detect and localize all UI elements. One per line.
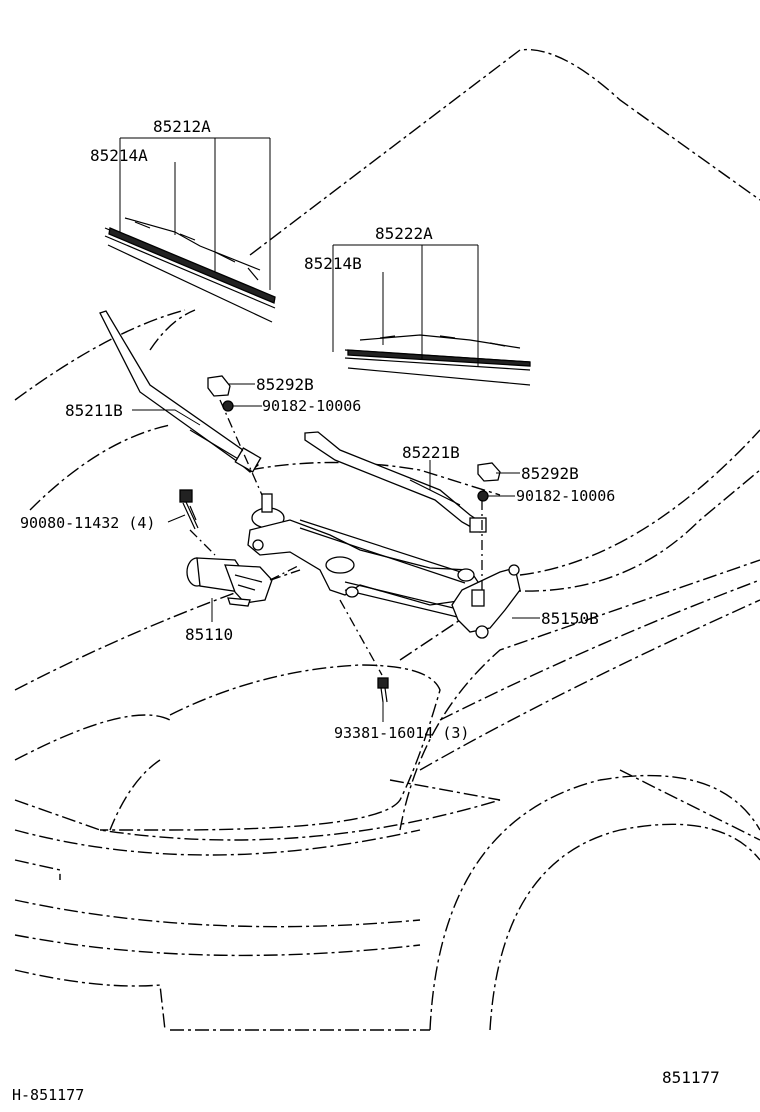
- rear-wiper-blade: [344, 334, 531, 386]
- footer: H-851177 851177: [12, 1068, 720, 1104]
- label-bolt-link: 93381-16014 (3): [334, 724, 469, 742]
- label-cap-rear: 85292B: [521, 464, 579, 483]
- wiper-linkage: [247, 493, 521, 639]
- rear-cap: [477, 462, 501, 482]
- footer-right-code: 851177: [662, 1068, 720, 1087]
- label-cap-front: 85292B: [256, 375, 314, 394]
- label-arm-rear: 85221B: [402, 443, 460, 462]
- label-nut-front: 90182-10006: [262, 397, 361, 415]
- label-link-assy: 85150B: [541, 609, 599, 628]
- label-bolt-motor: 90080-11432 (4): [20, 514, 155, 532]
- vehicle-body-outline: [14, 48, 760, 1031]
- label-motor: 85110: [185, 625, 233, 644]
- front-wiper-arm: [99, 310, 262, 473]
- label-refill-front: 85214A: [90, 146, 148, 165]
- footer-left-code: H-851177: [12, 1086, 84, 1104]
- label-blade-assy-rear: 85222A: [375, 224, 433, 243]
- part-labels: 85212A 85214A 85222A 85214B 85292B 90182…: [20, 117, 615, 742]
- motor-bolt: [179, 489, 199, 530]
- label-blade-assy-front: 85212A: [153, 117, 211, 136]
- assembly-leaders: [189, 399, 483, 676]
- label-arm-front: 85211B: [65, 401, 123, 420]
- label-nut-rear: 90182-10006: [516, 487, 615, 505]
- wiper-motor: [186, 557, 273, 607]
- linkage-bolt: [377, 677, 389, 703]
- label-refill-rear: 85214B: [304, 254, 362, 273]
- callout-leaders: [119, 137, 540, 722]
- front-wiper-blade: [104, 217, 276, 323]
- front-nut: [222, 400, 234, 412]
- front-cap: [207, 375, 231, 397]
- rear-nut: [477, 490, 489, 502]
